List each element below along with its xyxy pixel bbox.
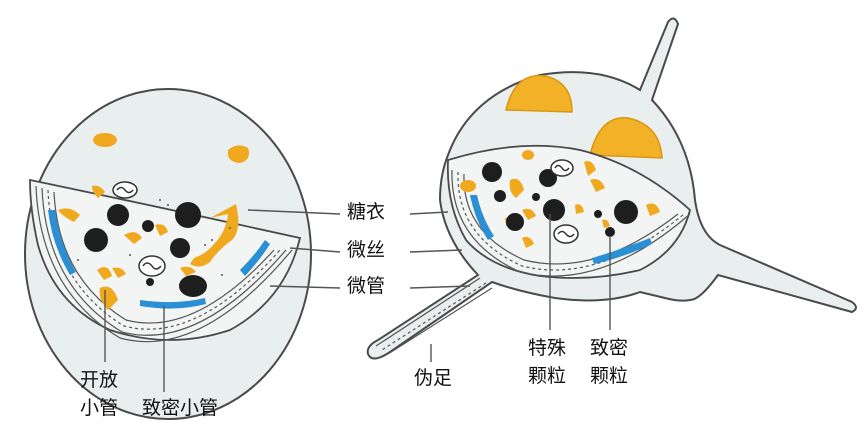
label-dense-tubular-system: 致密小管 [142, 396, 218, 420]
label-dense-granule-line2: 颗粒 [590, 364, 628, 388]
label-glycocalyx: 糖衣 [347, 200, 385, 224]
label-open-canal-line2: 小管 [80, 396, 118, 420]
label-pseudopod: 伪足 [414, 366, 452, 390]
label-special-granule-line2: 颗粒 [528, 364, 566, 388]
resting-platelet [25, 89, 311, 419]
label-microfilament: 微丝 [347, 238, 385, 262]
label-microtubule: 微管 [347, 274, 385, 298]
label-open-canal-line1: 开放 [80, 368, 118, 392]
label-special-granule-line1: 特殊 [528, 336, 566, 360]
label-dense-granule-line1: 致密 [590, 336, 628, 360]
activated-platelet [368, 18, 856, 358]
